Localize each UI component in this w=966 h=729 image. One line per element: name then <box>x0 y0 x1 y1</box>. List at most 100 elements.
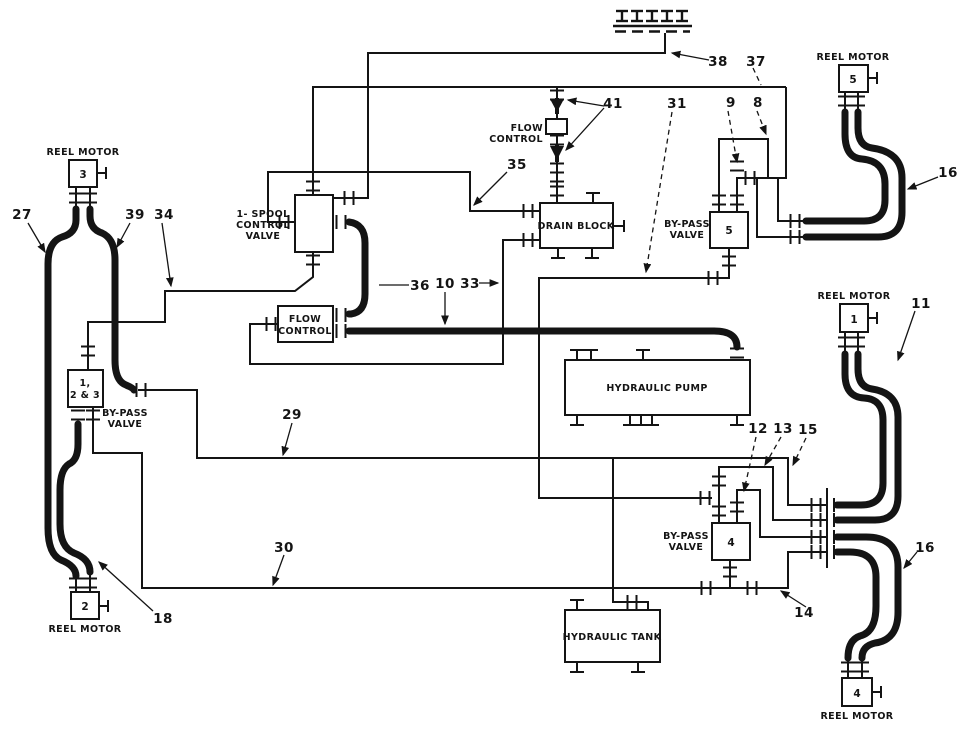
flow-control-upper-label-2: CONTROL <box>489 134 543 145</box>
reel-motor-5-box <box>838 64 869 93</box>
pipe-line-12 <box>736 489 827 538</box>
bypass5-label-2: VALVE <box>670 230 705 241</box>
pipe-motor3-ports <box>75 187 91 209</box>
hose-motor1-outer <box>833 350 902 524</box>
pipe-line-29 <box>138 389 827 506</box>
callout-16b: 16 <box>915 540 935 556</box>
spool-valve-label-3: VALVE <box>246 231 281 242</box>
flow-control-upper-label-1: FLOW <box>511 123 543 134</box>
pipe-line-34 <box>87 252 314 370</box>
callout-leaders <box>27 50 939 612</box>
pipe-motor4-ports <box>847 658 863 678</box>
callout-37: 37 <box>746 54 766 70</box>
leader-41b <box>565 107 605 151</box>
leader-37 <box>752 67 762 86</box>
reel-motor-5-number: 5 <box>849 74 856 86</box>
pipe-motor5-upper <box>777 178 803 222</box>
hose-motor4-inner <box>833 548 880 662</box>
spool-control-valve-box <box>294 194 334 253</box>
component-labels: REEL MOTOR 3 REEL MOTOR 5 REEL MOTOR 1 R… <box>46 52 893 722</box>
flow-control-upper-box <box>545 118 568 135</box>
hose-motor1-inner <box>833 350 887 509</box>
pipe-motor5-lower <box>756 178 803 238</box>
return-manifold-symbol <box>613 9 692 33</box>
callout-12: 12 <box>748 421 768 437</box>
hose-39 <box>86 205 138 394</box>
callout-31: 31 <box>667 96 687 112</box>
flow-control-lower-label-1: FLOW <box>289 314 321 325</box>
reel-motor-4-number: 4 <box>853 688 860 700</box>
pipe-line-30 <box>92 407 827 589</box>
hydraulic-tank-box <box>564 609 661 663</box>
hydraulic-pump-box <box>564 359 751 416</box>
callout-39: 39 <box>125 207 145 223</box>
callout-33: 33 <box>460 276 480 292</box>
leader-8 <box>756 110 767 136</box>
pipe-tank-drop <box>612 458 649 610</box>
spool-valve-label-1: 1- SPOOL <box>236 209 289 220</box>
bypass4-label-2: VALVE <box>669 542 704 553</box>
leader-39 <box>116 222 131 249</box>
reel-motor-4-label: REEL MOTOR <box>820 711 893 722</box>
flow-control-lower-box <box>277 305 334 343</box>
leader-27 <box>27 222 46 254</box>
hose-motor4-outer <box>833 533 902 662</box>
callout-29: 29 <box>282 407 302 423</box>
leader-31 <box>643 111 673 274</box>
reel-motor-2-number: 2 <box>81 601 88 613</box>
callout-9: 9 <box>726 95 736 111</box>
callout-10: 10 <box>435 276 455 292</box>
callout-30: 30 <box>274 540 294 556</box>
callout-15: 15 <box>798 422 818 438</box>
callout-41: 41 <box>603 96 623 112</box>
pipe-line-35 <box>267 171 540 223</box>
reel-motor-2-box <box>70 591 100 620</box>
component-boxes <box>67 64 882 707</box>
hose-motor5-outer <box>802 108 906 241</box>
pipe-motor1-ports <box>844 332 859 354</box>
callout-14: 14 <box>794 605 814 621</box>
pipe-bypass5-loop <box>718 138 769 212</box>
pipe-lines <box>75 33 863 678</box>
selector-box-label-2: 2 & 3 <box>70 390 100 401</box>
callout-38: 38 <box>708 54 728 70</box>
bypass123-label-2: VALVE <box>108 419 143 430</box>
pipe-line-37 <box>312 86 786 195</box>
hose-motor5-inner <box>802 108 889 225</box>
hose-27 <box>44 205 80 580</box>
leader-30 <box>272 554 285 587</box>
check-valve-icon-upper <box>550 99 564 112</box>
callout-34: 34 <box>154 207 174 223</box>
check-valve-icon-lower <box>550 146 564 160</box>
bypass5-label-1: BY-PASS <box>664 219 710 230</box>
callout-13: 13 <box>773 421 793 437</box>
reel-motor-3-number: 3 <box>79 169 86 181</box>
callout-18: 18 <box>153 611 173 627</box>
pipe-motor5-ports <box>844 92 859 112</box>
hydraulic-tank-label: HYDRAULIC TANK <box>563 632 662 643</box>
check-valve-icons <box>550 98 564 162</box>
leader-18 <box>98 561 154 612</box>
leader-16a <box>906 176 939 190</box>
bypass123-label-1: BY-PASS <box>102 408 148 419</box>
bypass4-number: 4 <box>727 537 734 549</box>
bypass-valve-5-box <box>709 211 749 249</box>
hydraulic-pump-label: HYDRAULIC PUMP <box>606 383 707 394</box>
leader-29 <box>281 422 293 457</box>
hose-36 <box>345 218 369 318</box>
pipe-return-line-38 <box>333 33 666 199</box>
bypass-valve-4-box <box>711 522 751 561</box>
bypass4-label-1: BY-PASS <box>663 531 709 542</box>
hose-10 <box>345 327 741 351</box>
selector-1-2-3-box <box>67 369 104 408</box>
reel-motor-3-label: REEL MOTOR <box>46 147 119 158</box>
leader-15 <box>792 437 807 467</box>
leader-35 <box>473 171 508 206</box>
leader-38 <box>670 50 710 61</box>
leader-9 <box>727 110 740 164</box>
hose-selector-to-motor2 <box>56 420 94 576</box>
callout-36: 36 <box>410 278 430 294</box>
leader-13 <box>764 436 782 467</box>
reel-motor-1-number: 1 <box>850 314 857 326</box>
